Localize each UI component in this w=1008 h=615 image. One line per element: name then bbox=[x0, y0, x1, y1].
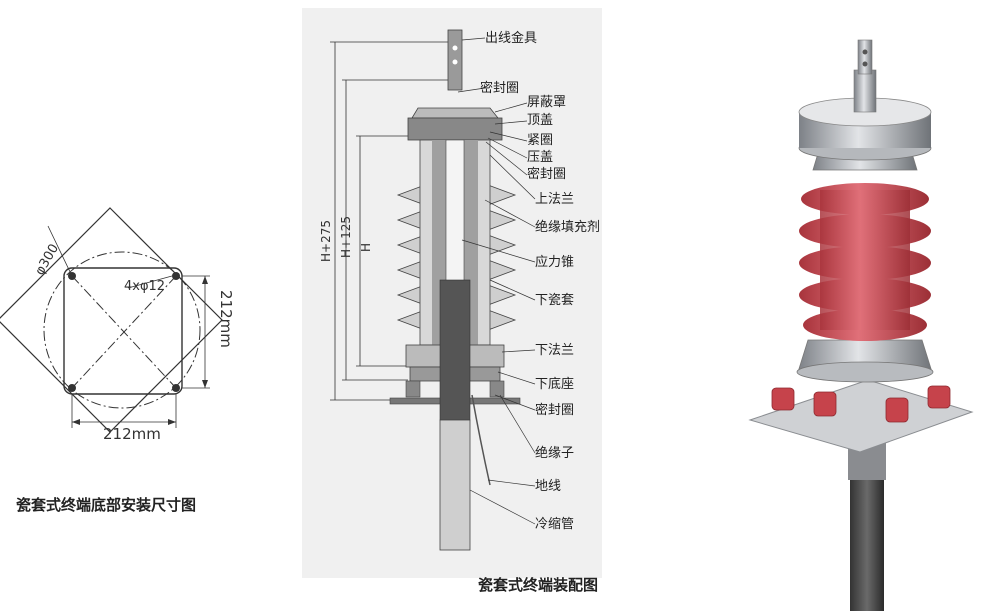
holes-label: 4xφ12 bbox=[124, 279, 165, 294]
label-gland: 压盖 bbox=[527, 150, 553, 165]
assembly-panel: H+275 H+125 H bbox=[290, 0, 710, 611]
terminal-lug bbox=[857, 39, 873, 75]
label-clamp-ring: 紧圈 bbox=[527, 133, 553, 148]
mounting-hole bbox=[172, 384, 180, 392]
terminal-render bbox=[748, 39, 974, 611]
label-seal-ring-bottom: 密封圈 bbox=[535, 402, 574, 418]
label-lower-flange: 下法兰 bbox=[535, 343, 574, 358]
insulator-right bbox=[489, 380, 505, 398]
shield-cover bbox=[407, 117, 503, 141]
dim-h-275: H+275 bbox=[319, 220, 333, 262]
label-shield: 屏蔽罩 bbox=[527, 95, 566, 110]
cable-core bbox=[439, 279, 471, 421]
top-fitting bbox=[853, 69, 877, 113]
label-insulating-filler: 绝缘填充剂 bbox=[535, 219, 600, 235]
label-ground-wire: 地线 bbox=[535, 479, 561, 494]
label-cold-shrink-tube: 冷缩管 bbox=[535, 516, 574, 532]
label-lower-base: 下底座 bbox=[535, 376, 574, 392]
leader-lines bbox=[457, 37, 536, 525]
assembly-drawing: H+275 H+125 H bbox=[302, 8, 602, 578]
mounting-dimension-panel: φ300 4xφ12 212mm 212mm 瓷套式终端底部安装尺寸图 bbox=[0, 0, 290, 611]
dim-h-125: H+125 bbox=[339, 216, 353, 258]
diagonal-b bbox=[71, 275, 177, 389]
base-insulators bbox=[771, 385, 951, 423]
cold-shrink-tube bbox=[439, 419, 471, 551]
mounting-caption: 瓷套式终端底部安装尺寸图 bbox=[16, 496, 197, 514]
top-cover bbox=[411, 107, 499, 119]
part-label-group: 出线金具 密封圈 屏蔽罩 顶盖 紧圈 压盖 密封圈 上法兰 绝缘填充剂 应力锥 … bbox=[480, 30, 600, 532]
assembly-caption: 瓷套式终端装配图 bbox=[478, 576, 599, 594]
label-seal-ring-top: 密封圈 bbox=[480, 80, 519, 96]
mounting-hole bbox=[68, 384, 76, 392]
label-top-cover: 顶盖 bbox=[527, 113, 553, 128]
label-lower-porcelain: 下瓷套 bbox=[535, 292, 574, 308]
vertical-dimension: 212mm bbox=[217, 290, 235, 348]
label-seal-ring-mid: 密封圈 bbox=[527, 166, 566, 182]
mounting-hole bbox=[172, 272, 180, 280]
label-insulator: 绝缘子 bbox=[535, 445, 574, 461]
mounting-dimension-drawing: φ300 4xφ12 212mm 212mm bbox=[0, 207, 235, 443]
dim-h: H bbox=[359, 243, 373, 252]
horizontal-dimension: 212mm bbox=[103, 425, 161, 443]
bolt-circle bbox=[43, 251, 201, 409]
insulator-left bbox=[405, 380, 421, 398]
base-plate-diamond bbox=[0, 207, 223, 433]
label-stress-cone: 应力锥 bbox=[535, 254, 574, 270]
product-render-panel bbox=[710, 0, 1008, 611]
label-upper-flange: 上法兰 bbox=[535, 192, 574, 207]
stress-cone bbox=[445, 139, 465, 301]
porcelain-sheds bbox=[799, 183, 931, 341]
label-outgoing-fitting: 出线金具 bbox=[485, 30, 537, 46]
base-plate-square bbox=[63, 267, 183, 395]
ground-wire bbox=[471, 394, 491, 486]
